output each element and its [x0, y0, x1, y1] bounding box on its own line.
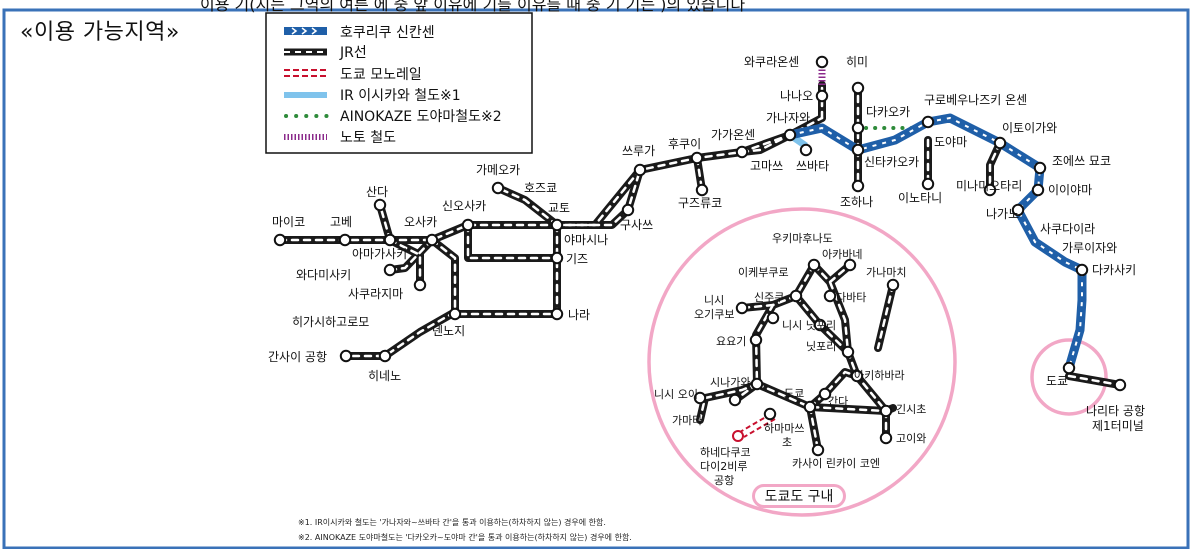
- station-wakuraonsen: 와쿠라온센: [744, 55, 799, 69]
- station-kurobe: 구로베우나즈키 온센: [924, 93, 1027, 107]
- station-komatsu: 고마쓰: [750, 159, 783, 173]
- station-yamashina: 야마시나: [564, 233, 608, 247]
- legend-label-monorail: 도쿄 모노레일: [340, 67, 422, 83]
- station-kusatsu: 구사쓰: [620, 218, 653, 232]
- tokyo-station-kamata: 가마타: [672, 414, 702, 427]
- tokyo-station-kanamachi: 가나마치: [866, 266, 906, 279]
- station-sanda: 산다: [366, 185, 388, 199]
- station-tsubata: 쓰바타: [796, 159, 829, 173]
- legend-label-shinkansen: 호쿠리쿠 신칸센: [340, 25, 435, 41]
- station-toyama: 도야마: [934, 135, 967, 149]
- tokyo-station-hamamatsucho-1: 하마마쓰: [764, 421, 804, 435]
- tokyo-station-kinshicho: 긴시초: [896, 403, 926, 416]
- station-minamiotari: 미나미오타리: [956, 179, 1022, 193]
- tokyo-station-labels: 우키마후나도 아카바네 이케부쿠로 가나마치 신주쿠 다바타 니시 오기쿠보 니…: [654, 232, 926, 487]
- shinkansen-line: [789, 113, 1087, 370]
- tokyo-station-akabane: 아카바네: [822, 248, 862, 261]
- station-higashihagoromo: 히가시하고로모: [292, 315, 369, 329]
- station-wadamisaki: 와다미사키: [296, 268, 351, 282]
- station-joetsu: 조에쓰 묘코: [1052, 154, 1111, 168]
- tokyo-area-label: 도쿄도 구내: [765, 489, 834, 505]
- tokyo-station-tabata: 다바타: [836, 291, 866, 304]
- station-takasaki: 다카사키: [1092, 263, 1136, 277]
- station-iiyama: 이이야마: [1048, 183, 1092, 197]
- station-shintakaoka: 신타카오카: [864, 155, 919, 169]
- tokyo-station-kanda: 간다: [828, 395, 848, 408]
- station-inotani: 이노타니: [898, 191, 942, 205]
- station-tsuruga: 쓰루가: [622, 144, 655, 158]
- station-kuzuryu: 구즈류코: [678, 196, 722, 210]
- legend-label-jr: JR선: [339, 45, 367, 61]
- tokyo-station-nishinippori: 니시 닛포리: [782, 319, 836, 332]
- map-frame: [2, 8, 1190, 549]
- tokyo-station-haneda-1: 하네다쿠코: [700, 445, 751, 459]
- tokyo-station-nishiogikubo-1: 니시: [704, 294, 724, 307]
- station-tokyo: 도쿄: [1046, 374, 1068, 388]
- tokyo-area-badge: 도쿄도 구내: [752, 484, 846, 508]
- footnote-2: ※2. AINOKAZE 도야마철도는 '다카오카~도야마 간'을 통과 이용하…: [298, 533, 632, 542]
- tokyo-station-kasai: 카사이 린카이 코엔: [792, 457, 880, 470]
- cropped-header-text: 이용 기(지는 그역의 여른 에 중 앞 이유에 기를 이유를 때 중 기 기는…: [200, 0, 746, 14]
- station-kizu: 기즈: [566, 252, 588, 266]
- station-shinosaka: 신오사카: [442, 199, 486, 213]
- tokyo-station-tokyo: 도쿄: [784, 387, 804, 400]
- legend-shinkansen-swatch: [284, 27, 327, 35]
- tokyo-station-akihabara: 아키하바라: [854, 368, 905, 382]
- footnote-1: ※1. IR이시카와 철도는 '가나자와~쓰바타 간'을 통과 이용하는(하차하…: [298, 518, 606, 527]
- legend-monorail-swatch: [284, 69, 327, 77]
- station-kanazawa: 가나자와: [766, 111, 810, 125]
- tokyo-area-circle: [647, 207, 957, 517]
- tokyo-station-nishiogikubo-2: 오기쿠보: [694, 308, 734, 321]
- tokyo-station-ukima: 우키마후나도: [772, 232, 833, 245]
- station-itoigawa: 이토이가와: [1002, 121, 1057, 135]
- tokyo-station-haneda-2: 다이2비루: [700, 460, 747, 473]
- station-takaoka: 다카오카: [866, 105, 910, 119]
- station-fukui: 후쿠이: [668, 137, 701, 151]
- tokyo-station-yoyogi: 요요기: [716, 335, 746, 348]
- station-kobe: 고베: [330, 215, 352, 229]
- station-markers: [273, 55, 1127, 457]
- station-johana: 조하나: [840, 195, 873, 209]
- station-narita-line2: 제1터미널: [1092, 419, 1144, 433]
- station-maiko: 마이코: [272, 215, 305, 229]
- station-karuizawa: 가루이자와: [1062, 241, 1117, 255]
- station-osaka: 오사카: [404, 215, 437, 229]
- tokyo-station-haneda-3: 공항: [714, 474, 734, 487]
- tokyo-station-shinjuku: 신주쿠: [754, 291, 784, 304]
- station-sakurajima: 사쿠라지마: [348, 287, 403, 301]
- footnotes: ※1. IR이시카와 철도는 '가나자와~쓰바타 간'을 통과 이용하는(하차하…: [298, 515, 632, 545]
- station-nagano: 나가노: [986, 207, 1019, 221]
- tokyo-station-ikebukuro: 이케부쿠로: [738, 266, 789, 279]
- station-nara: 나라: [568, 308, 590, 322]
- station-kyoto: 교토: [548, 201, 570, 215]
- legend-label-ainokaze: AINOKAZE 도야마철도※2: [340, 109, 502, 125]
- station-kansai-airport: 간사이 공항: [268, 350, 327, 364]
- legend: 호쿠리쿠 신칸센 JR선 도쿄 모노레일 IR 이시카와 철도※1 AINOKA…: [265, 12, 533, 154]
- station-himi: 히미: [846, 55, 868, 69]
- station-nanao: 나나오: [780, 89, 813, 103]
- tokyo-station-nishioi: 니시 오이: [654, 388, 698, 401]
- station-hineno: 히네노: [368, 369, 401, 383]
- legend-label-ir: IR 이시카와 철도※1: [340, 88, 461, 104]
- station-kameoka: 가메오카: [476, 163, 520, 177]
- page-heading: «이용 가능지역»: [20, 20, 180, 45]
- station-sakudaira: 사쿠다이라: [1040, 222, 1095, 236]
- station-narita-line1: 나리타 공항: [1086, 404, 1145, 418]
- tokyo-station-shinagawa: 시나가와: [710, 376, 750, 389]
- station-kagaonsen: 가가온센: [711, 128, 755, 142]
- station-amagasaki: 아마가사키: [352, 247, 407, 261]
- tokyo-locator-circle: [1030, 338, 1108, 416]
- station-hozukyo: 호즈쿄: [524, 181, 557, 195]
- monorail-line: [739, 413, 776, 438]
- legend-label-noto: 노토 철도: [340, 130, 396, 146]
- tokyo-station-koiwa: 고이와: [896, 432, 926, 445]
- tokyo-station-hamamatsucho-2: 초: [782, 436, 792, 449]
- station-labels: 마이코 고베 아마가사키 와다미사키 산다 오사카 신오사카 사쿠라지마 히가시…: [268, 55, 1145, 433]
- tokyo-station-nippori: 닛포리: [806, 340, 836, 353]
- station-tennoji: 덴노지: [432, 324, 465, 338]
